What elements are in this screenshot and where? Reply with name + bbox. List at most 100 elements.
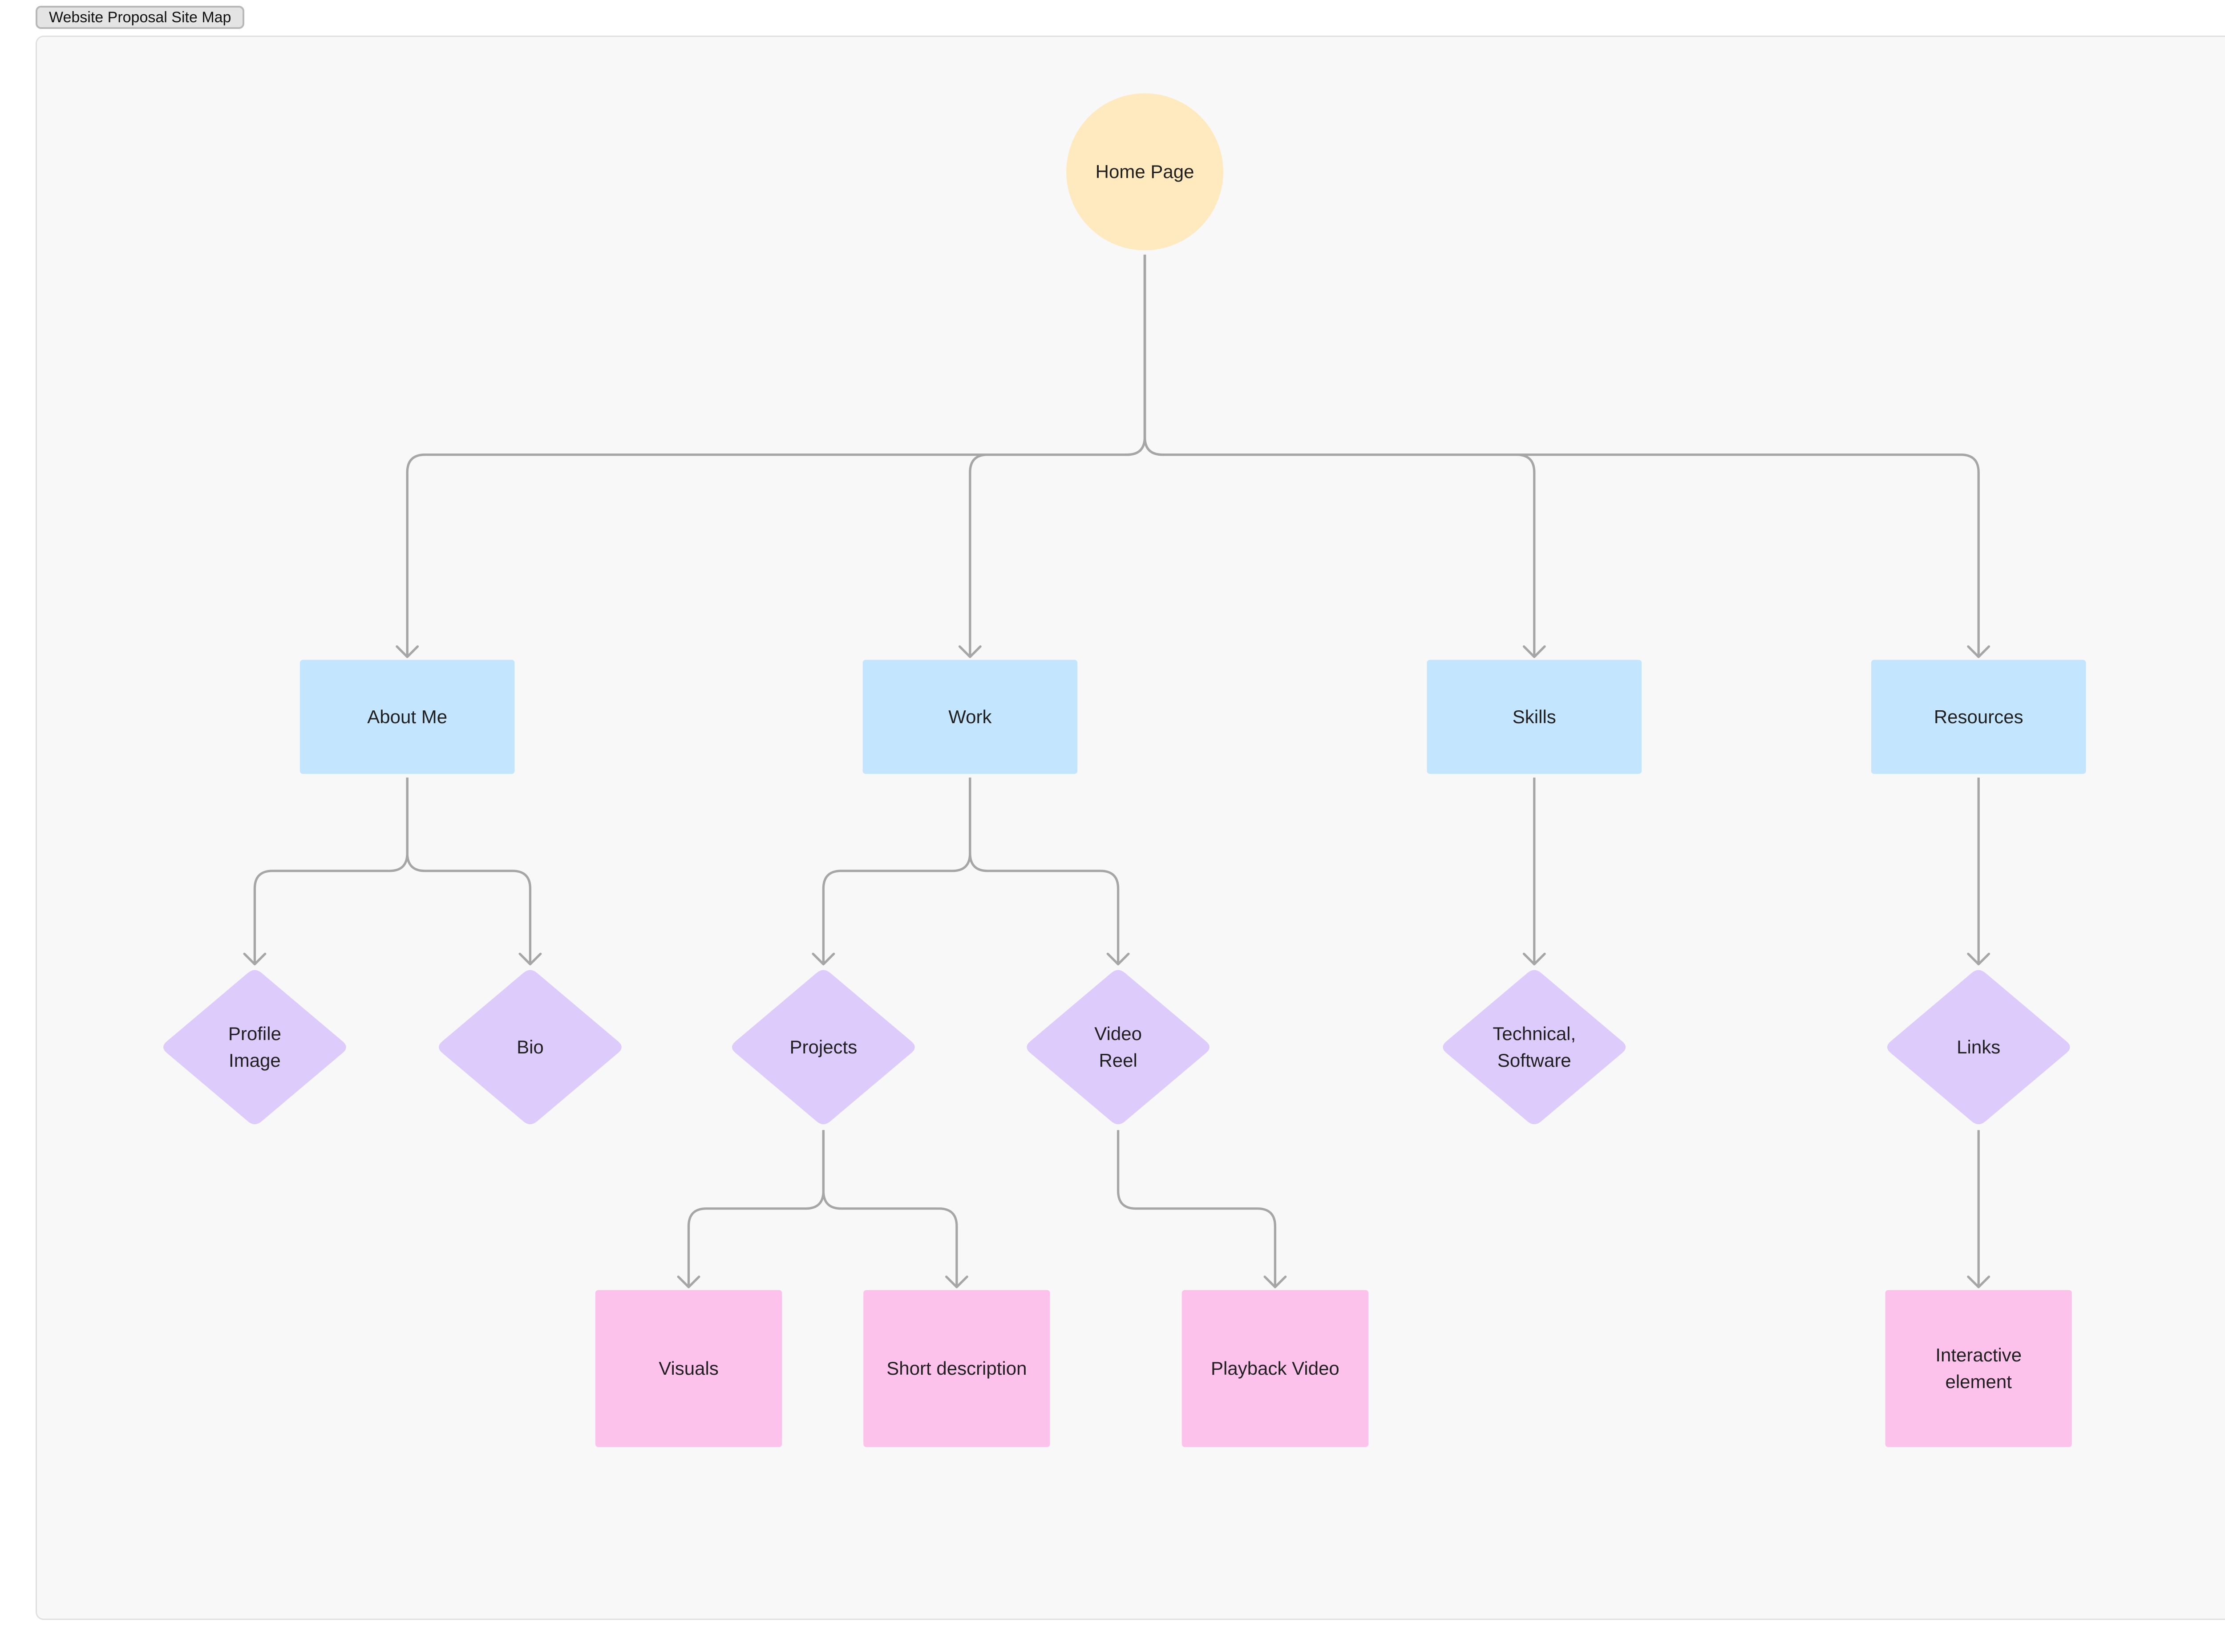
diagram-frame[interactable]	[36, 36, 2225, 1620]
node-label-line: Short description	[886, 1358, 1027, 1379]
square-shape	[1181, 1290, 1369, 1447]
node-label: Visuals	[659, 1358, 719, 1379]
connector-line	[969, 255, 1146, 657]
node-projects[interactable]: Projects	[732, 970, 915, 1125]
arrowhead-icon	[1522, 952, 1546, 966]
connector-line	[687, 1130, 825, 1288]
connector-home-to-work[interactable]	[958, 255, 1146, 658]
connector-work-to-projects[interactable]	[812, 777, 971, 966]
node-label-line: Resources	[1934, 706, 2023, 727]
arrowhead-icon	[396, 645, 419, 658]
node-technical-software[interactable]: Technical, Software	[1443, 970, 1626, 1125]
connector-line	[253, 777, 409, 964]
connector-work-to-video_reel[interactable]	[969, 777, 1130, 966]
node-label-line: Work	[948, 706, 992, 727]
node-skills[interactable]: Skills	[1427, 660, 1642, 774]
connector-line	[1143, 255, 1980, 657]
arrowhead-icon	[1263, 1275, 1287, 1288]
square-shape	[1885, 1290, 2072, 1447]
node-label: Skills	[1513, 706, 1556, 727]
node-label: Work	[948, 706, 992, 727]
node-label: Short description	[886, 1358, 1027, 1379]
node-label: Home Page	[1096, 161, 1194, 182]
node-label-line: Profile	[228, 1023, 281, 1044]
connector-video_reel-to-playback_video[interactable]	[1117, 1130, 1287, 1288]
node-label: Technical, Software	[1493, 1023, 1576, 1071]
node-label: Projects	[790, 1037, 858, 1057]
connector-links-to-interactive_element[interactable]	[1967, 1130, 1990, 1288]
node-playback-video[interactable]: Playback Video	[1181, 1290, 1369, 1447]
diamond-shape	[163, 970, 346, 1125]
connector-line	[822, 1130, 958, 1288]
circle-shape	[1066, 93, 1223, 251]
square-shape	[863, 1290, 1050, 1447]
node-label-line: Video	[1094, 1023, 1142, 1044]
diamond-shape	[1443, 970, 1626, 1125]
connector-skills-to-technical_software[interactable]	[1522, 777, 1546, 966]
rectangle-shape	[862, 660, 1078, 774]
arrowhead-icon	[243, 952, 267, 966]
arrowhead-icon	[1106, 952, 1130, 966]
node-label-line: Image	[229, 1050, 281, 1071]
node-label-line: Interactive	[1935, 1344, 2022, 1365]
diamond-shape	[439, 970, 622, 1125]
node-links[interactable]: Links	[1887, 970, 2070, 1125]
node-label: Resources	[1934, 706, 2023, 727]
node-label-line: Links	[1957, 1037, 2000, 1057]
node-label: Interactive element	[1935, 1344, 2022, 1392]
rectangle-shape	[1871, 660, 2086, 774]
node-work[interactable]: Work	[862, 660, 1078, 774]
connector-about_me-to-bio[interactable]	[406, 777, 542, 966]
node-label-line: element	[1945, 1371, 2012, 1392]
node-interactive-element[interactable]: Interactive element	[1885, 1290, 2072, 1447]
connector-line	[969, 777, 1120, 964]
connectors	[243, 255, 1990, 1288]
node-label: Links	[1957, 1037, 2000, 1057]
connector-projects-to-visuals[interactable]	[677, 1130, 825, 1288]
arrowhead-icon	[945, 1275, 968, 1288]
arrowhead-icon	[677, 1275, 700, 1288]
connector-about_me-to-profile_image[interactable]	[243, 777, 409, 966]
node-about-me[interactable]: About Me	[299, 660, 515, 774]
arrowhead-icon	[518, 952, 542, 966]
diamond-shape	[732, 970, 915, 1125]
frame-title[interactable]: Website Proposal Site Map	[36, 6, 245, 29]
node-label: Playback Video	[1211, 1358, 1339, 1379]
arrowhead-icon	[812, 952, 835, 966]
arrowhead-icon	[1522, 645, 1546, 658]
connector-projects-to-short_description[interactable]	[822, 1130, 968, 1288]
node-label-line: Bio	[517, 1037, 544, 1057]
arrowhead-icon	[958, 645, 982, 658]
arrowhead-icon	[1967, 645, 1990, 658]
node-label-line: Technical,	[1493, 1023, 1576, 1044]
rectangle-shape	[299, 660, 515, 774]
node-bio[interactable]: Bio	[439, 970, 622, 1125]
node-home[interactable]: Home Page	[1066, 93, 1223, 251]
node-label-line: Projects	[790, 1037, 858, 1057]
node-label-line: Home Page	[1096, 161, 1194, 182]
node-label-line: Reel	[1099, 1050, 1137, 1071]
diamond-shape	[1027, 970, 1210, 1125]
connector-line	[1117, 1130, 1277, 1288]
square-shape	[595, 1290, 782, 1447]
node-label-line: About Me	[367, 706, 447, 727]
node-visuals[interactable]: Visuals	[595, 1290, 782, 1447]
node-label-line: Skills	[1513, 706, 1556, 727]
node-short-description[interactable]: Short description	[863, 1290, 1050, 1447]
node-resources[interactable]: Resources	[1871, 660, 2086, 774]
node-label-line: Software	[1497, 1050, 1571, 1071]
node-label-line: Visuals	[659, 1358, 719, 1379]
node-label-line: Playback Video	[1211, 1358, 1339, 1379]
connector-resources-to-links[interactable]	[1967, 777, 1990, 966]
connector-line	[406, 777, 532, 964]
rectangle-shape	[1427, 660, 1642, 774]
arrowhead-icon	[1967, 1275, 1990, 1288]
connector-line	[822, 777, 971, 964]
connector-home-to-resources[interactable]	[1143, 255, 1990, 658]
